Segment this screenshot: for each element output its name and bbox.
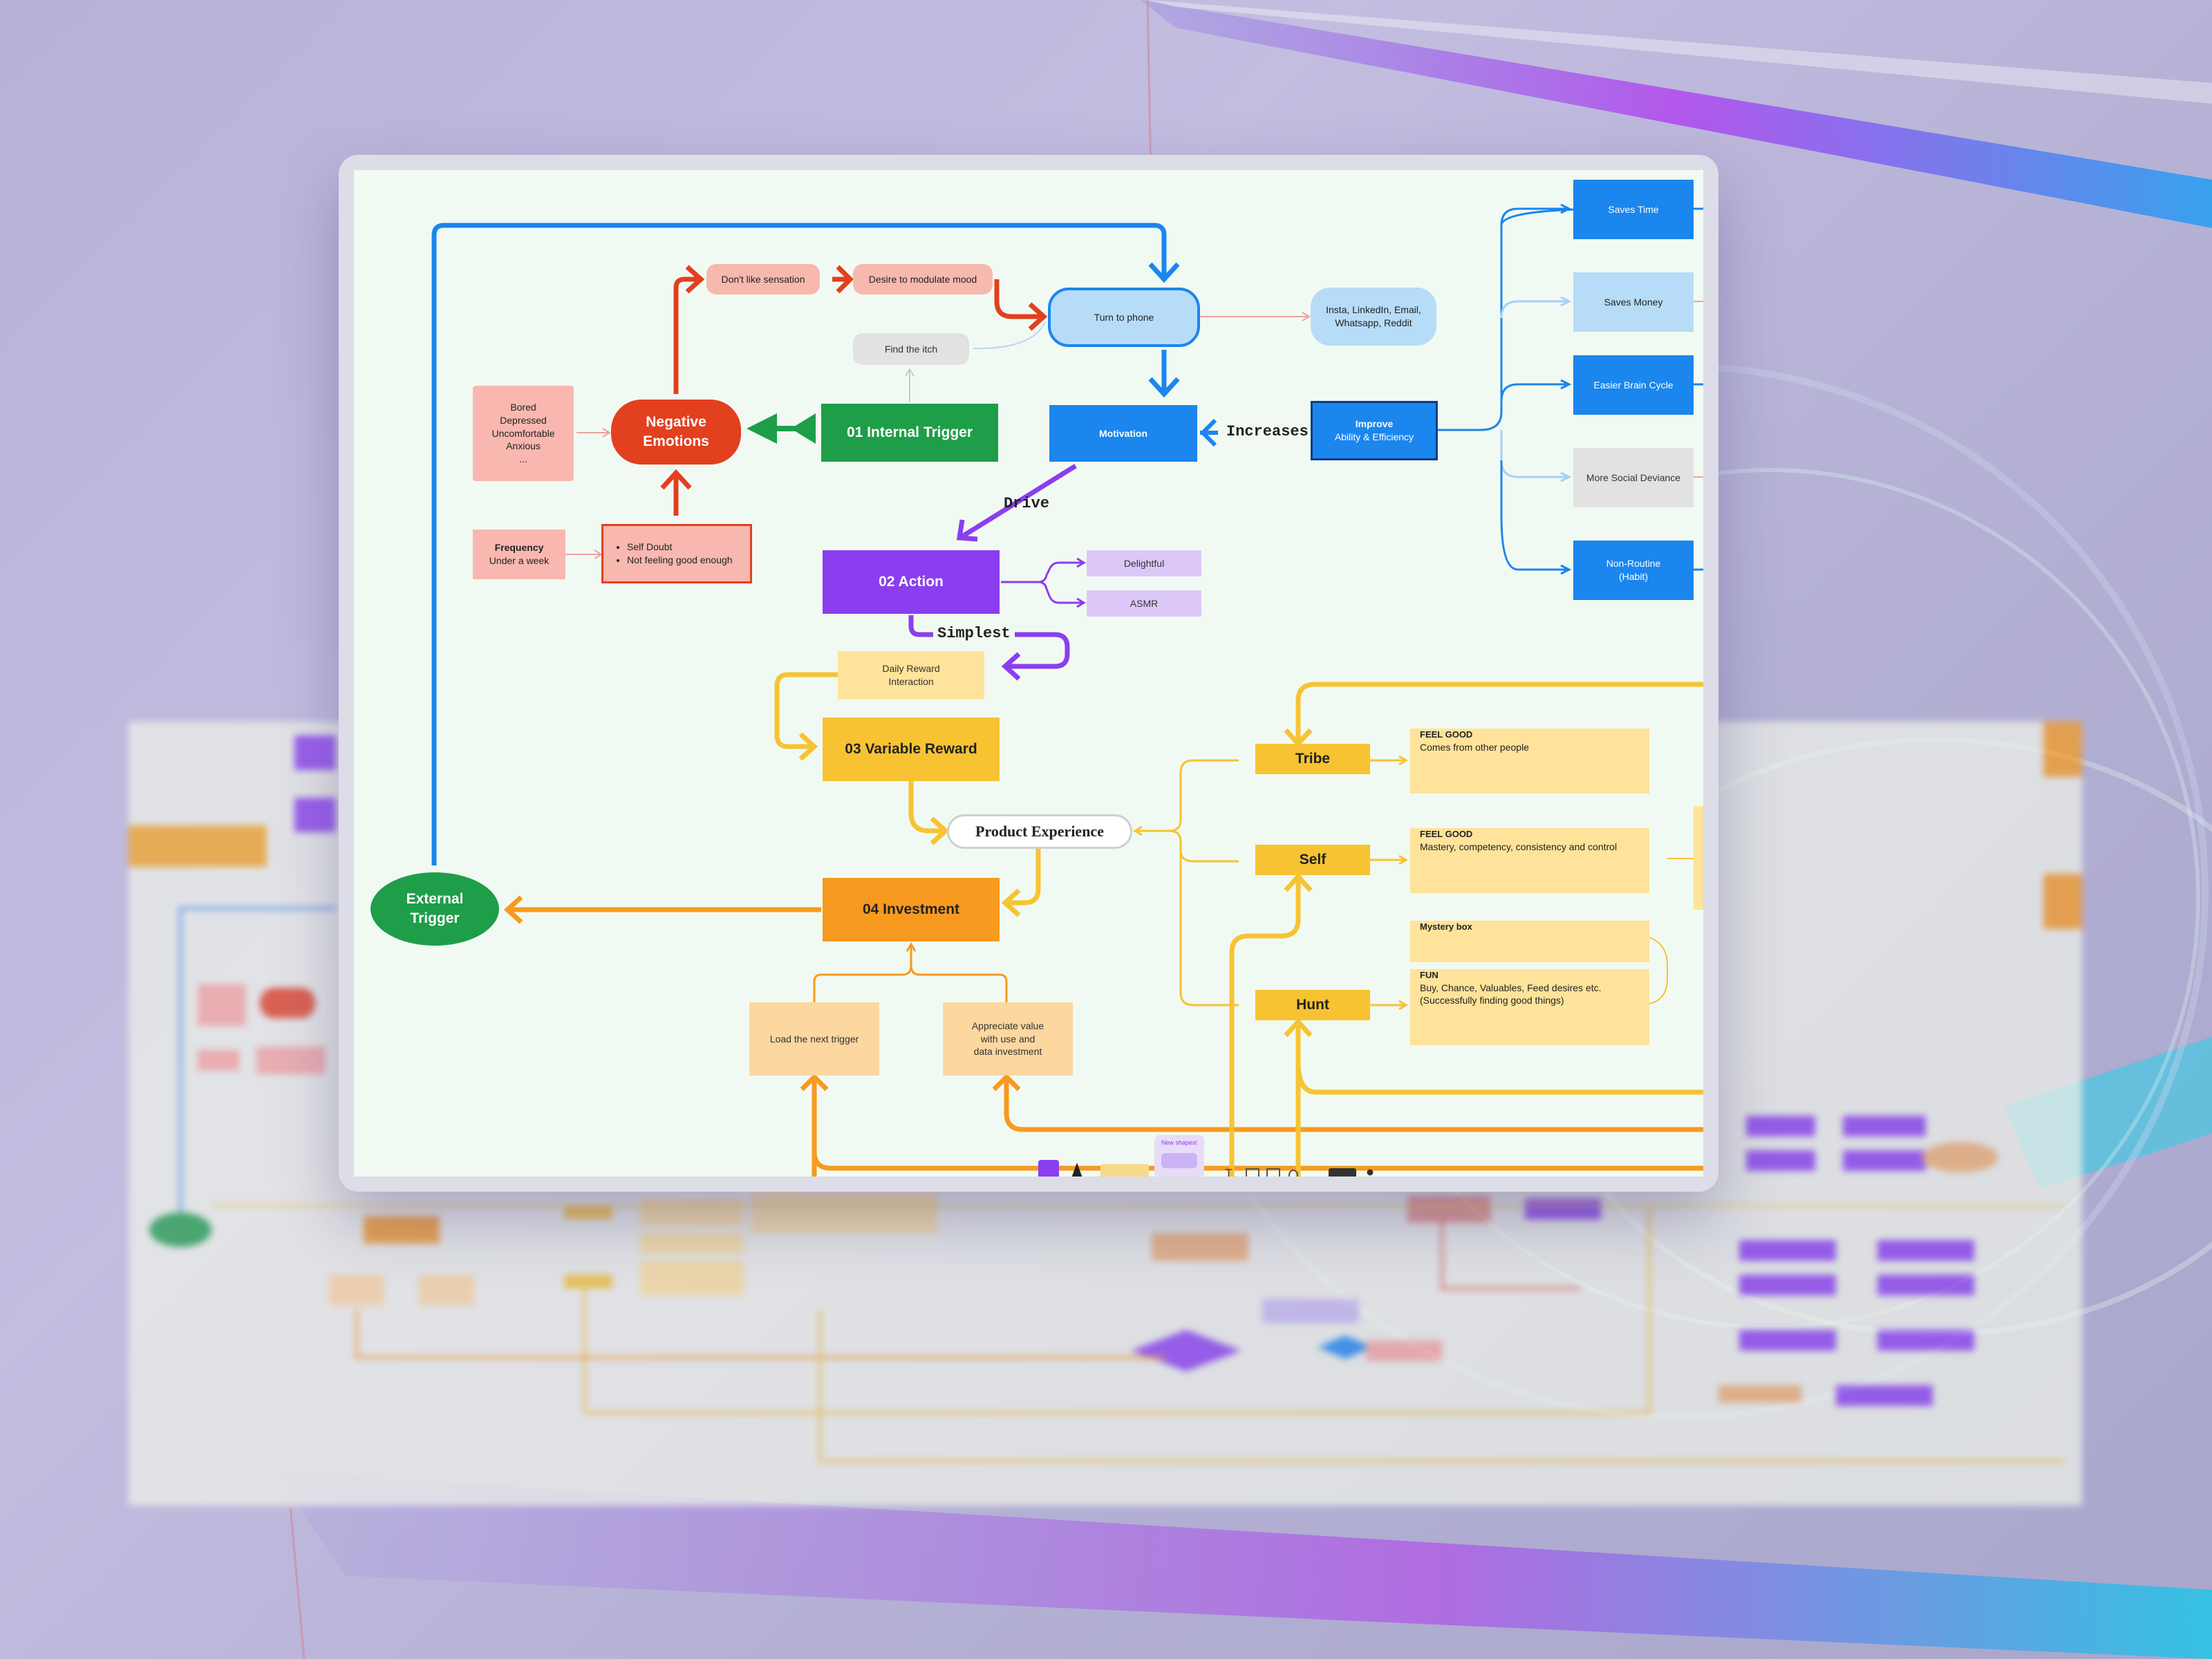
cursor-tool-button[interactable]: [1038, 1160, 1059, 1177]
product-experience-node[interactable]: Product Experience: [947, 814, 1132, 849]
self-doubt-node[interactable]: Self DoubtNot feeling good enough: [601, 524, 752, 583]
saves-time-node[interactable]: Saves Time: [1573, 180, 1694, 239]
section-tool-icon[interactable]: [1246, 1168, 1259, 1177]
shapes-preview-icon: [1161, 1153, 1197, 1168]
shapes-tool-button[interactable]: New shapes!: [1154, 1135, 1204, 1177]
drive-label: Drive: [1004, 495, 1050, 512]
bottom-toolbar: New shapes! T: [1038, 1135, 1453, 1177]
flowchart-canvas[interactable]: Don't like sensation Desire to modulate …: [354, 170, 1703, 1177]
more-tools-icon[interactable]: [1329, 1168, 1356, 1177]
appreciate-value-node[interactable]: Appreciate value with use and data inves…: [943, 1002, 1073, 1076]
motivation-node[interactable]: Motivation: [1049, 405, 1197, 462]
simplest-label: Simplest: [933, 625, 1015, 642]
find-the-itch-node[interactable]: Find the itch: [853, 333, 969, 365]
stamp-tool-icon[interactable]: [1288, 1170, 1298, 1177]
investment-node[interactable]: 04 Investment: [823, 878, 1000, 941]
desire-modulate-mood-node[interactable]: Desire to modulate mood: [853, 264, 993, 294]
internal-trigger-node[interactable]: 01 Internal Trigger: [821, 404, 998, 462]
offscreen-note-edge: [1694, 806, 1703, 910]
apps-node[interactable]: Insta, LinkedIn, Email, Whatsapp, Reddit: [1311, 288, 1436, 346]
external-trigger-node[interactable]: External Trigger: [371, 872, 499, 946]
dont-like-sensation-node[interactable]: Don't like sensation: [706, 264, 820, 294]
increases-label: Increases: [1226, 423, 1309, 440]
saves-money-node[interactable]: Saves Money: [1573, 272, 1694, 332]
turn-to-phone-node[interactable]: Turn to phone: [1048, 288, 1200, 347]
canvas-window: Don't like sensation Desire to modulate …: [339, 155, 1718, 1192]
variable-reward-node[interactable]: 03 Variable Reward: [823, 718, 1000, 781]
delightful-node[interactable]: Delightful: [1087, 550, 1201, 577]
load-next-trigger-node[interactable]: Load the next trigger: [749, 1002, 879, 1076]
mystery-box-note[interactable]: Mystery box: [1410, 921, 1649, 962]
text-tool-icon[interactable]: T: [1225, 1167, 1232, 1177]
connectors: [431, 203, 1703, 1177]
hunt-node[interactable]: Hunt: [1255, 990, 1370, 1020]
sticky-notes-tool[interactable]: [1100, 1164, 1149, 1177]
asmr-node[interactable]: ASMR: [1087, 590, 1201, 617]
negative-emotions-node[interactable]: Negative Emotions: [611, 400, 741, 465]
pen-tool-icon[interactable]: [1071, 1163, 1082, 1177]
table-tool-icon[interactable]: [1266, 1168, 1280, 1177]
action-node[interactable]: 02 Action: [823, 550, 1000, 614]
tribe-node[interactable]: Tribe: [1255, 744, 1370, 774]
daily-reward-node[interactable]: Daily Reward Interaction: [838, 651, 984, 700]
self-node[interactable]: Self: [1255, 845, 1370, 875]
easier-brain-cycle-node[interactable]: Easier Brain Cycle: [1573, 355, 1694, 415]
social-deviance-node[interactable]: More Social Deviance: [1573, 448, 1694, 507]
feelings-node[interactable]: Bored Depressed Uncomfortable Anxious ..…: [473, 386, 574, 481]
non-routine-node[interactable]: Non-Routine (Habit): [1573, 541, 1694, 600]
dots-icon[interactable]: [1363, 1165, 1377, 1177]
